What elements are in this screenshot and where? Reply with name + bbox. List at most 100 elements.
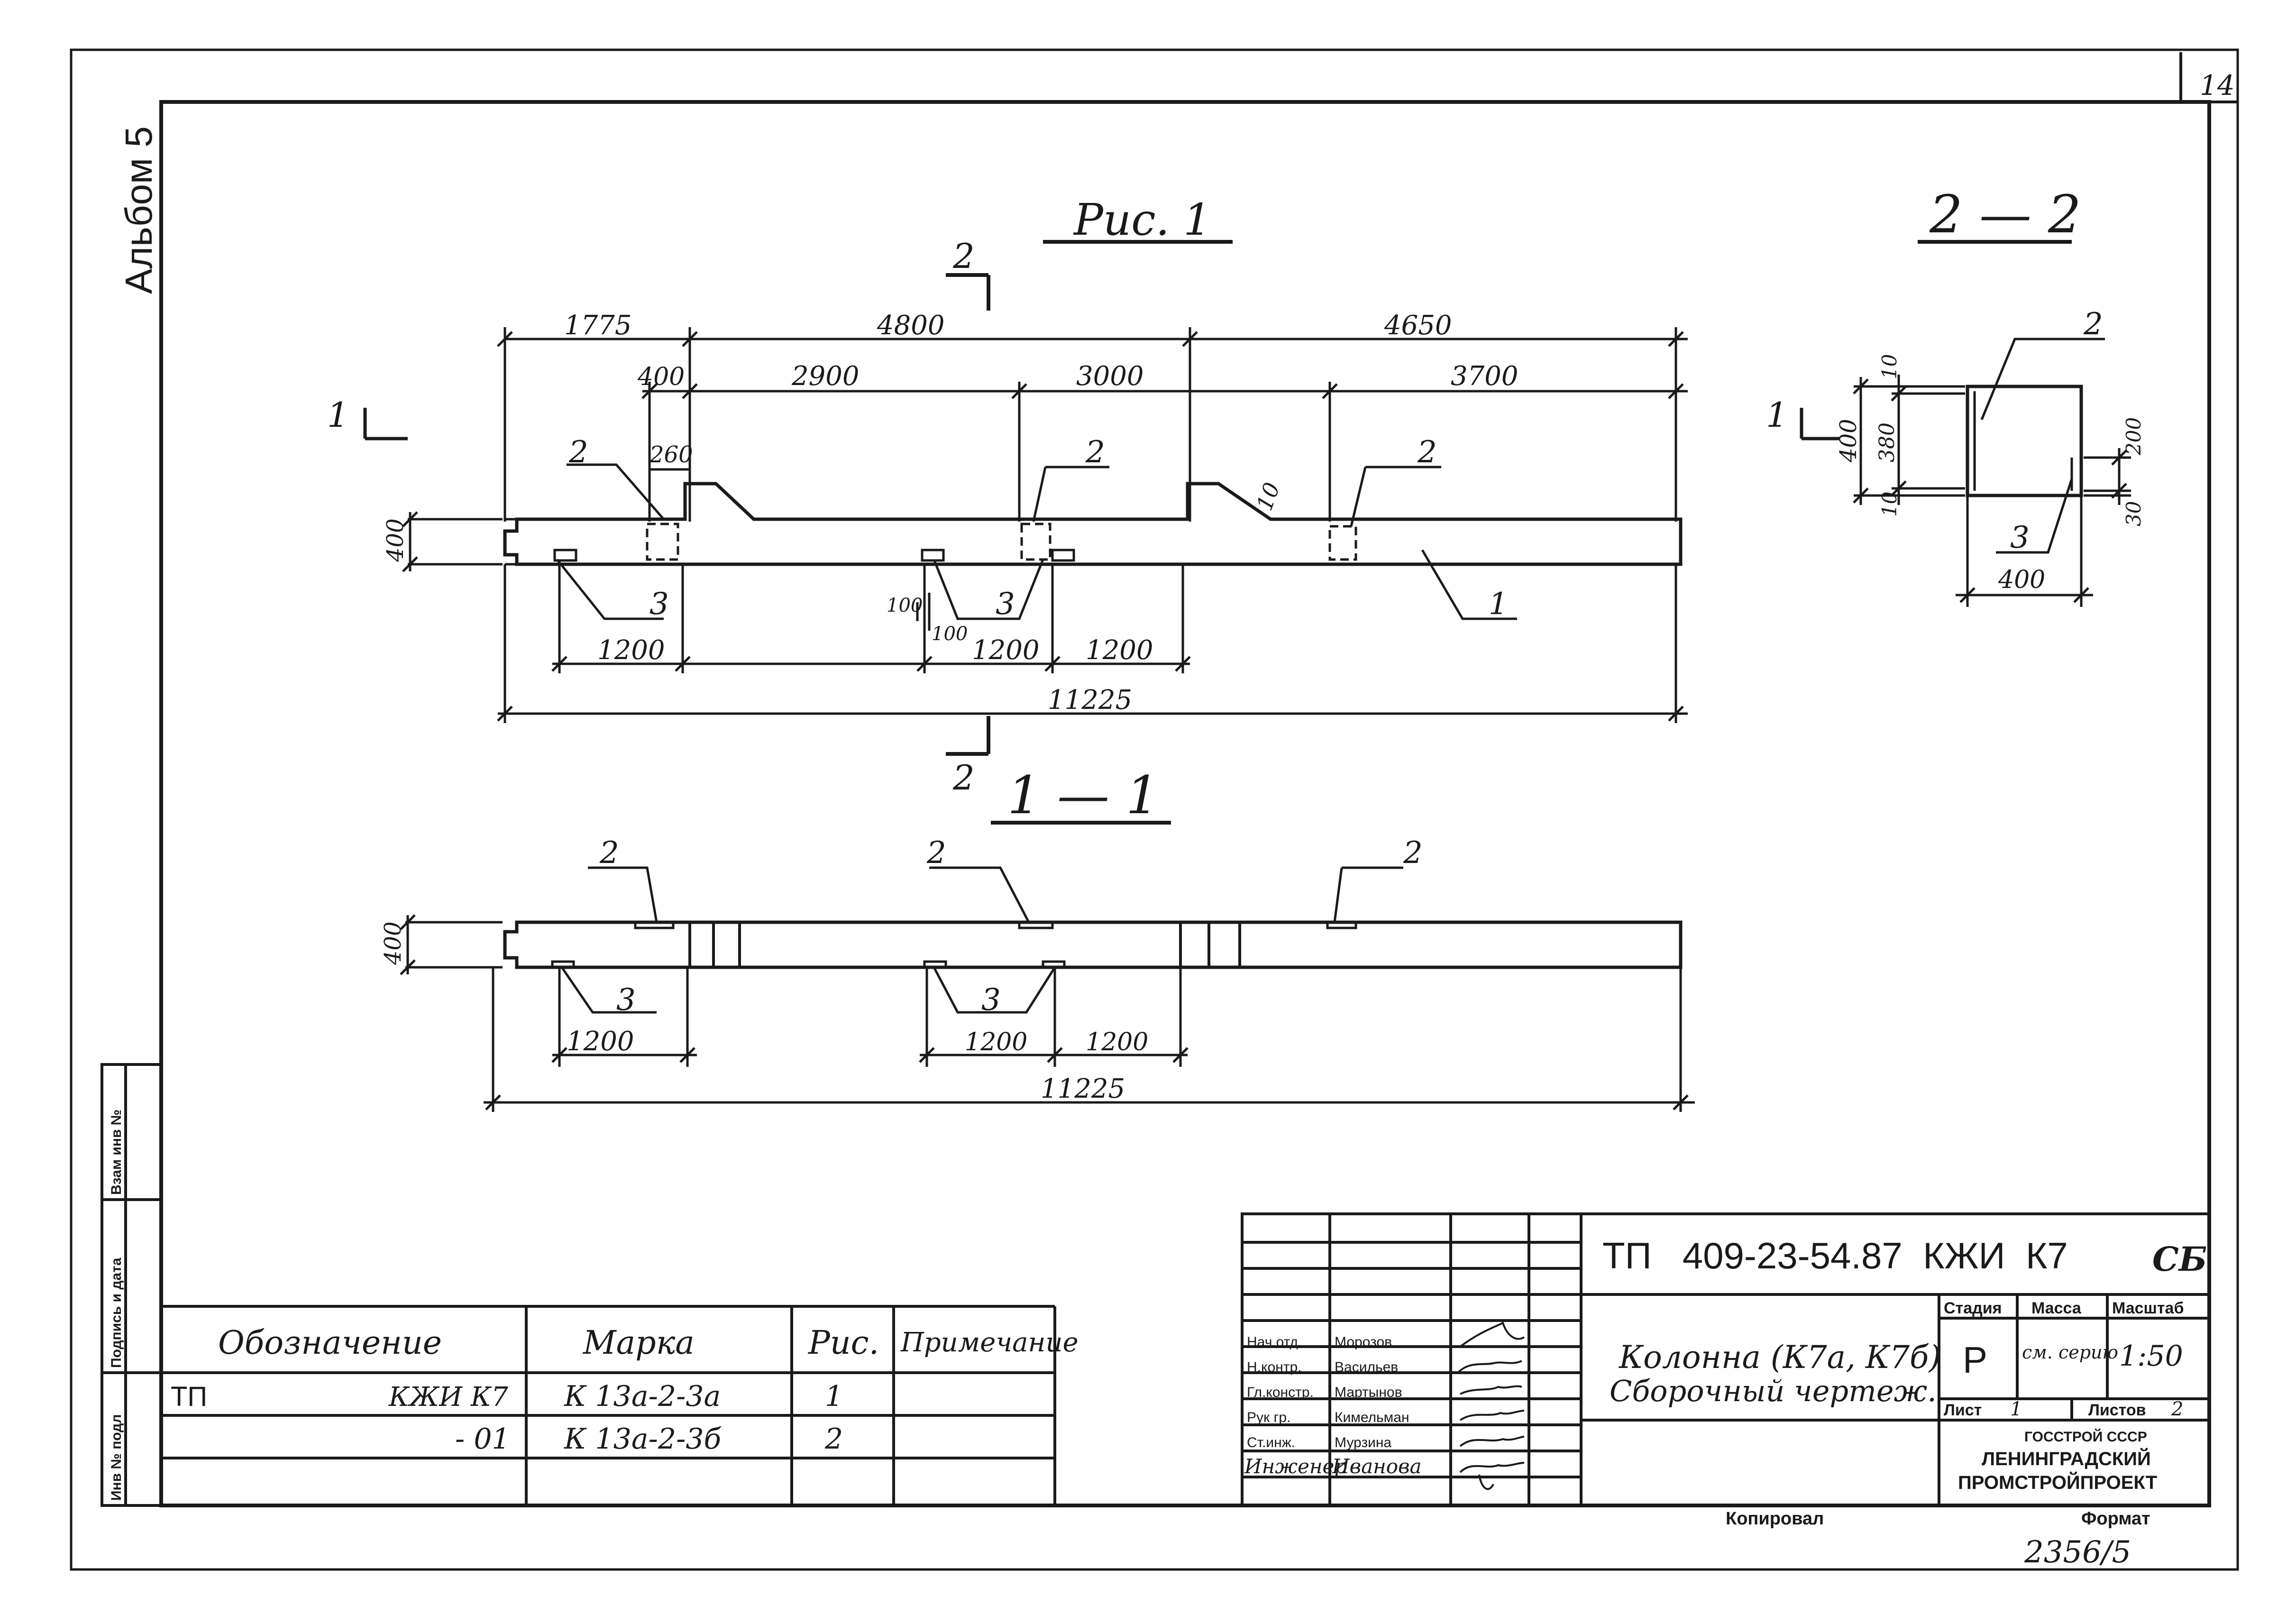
role-2: Н.контр. — [1247, 1359, 1301, 1375]
stage-header: Стадия — [1944, 1299, 2002, 1317]
dim-10-a-sec22: 10 — [1878, 354, 1901, 379]
pos3-sec22: 3 — [2010, 520, 2030, 555]
spec-header-note: Примечание — [900, 1327, 1079, 1358]
spec-table: Обозначение Марка Рис. Примечание ТП КЖИ… — [161, 1305, 1079, 1505]
name-4: Кимельман — [1335, 1410, 1409, 1425]
cut-mark-1-right: 1 — [1766, 395, 1788, 435]
dim-100-a: 100 — [887, 595, 923, 616]
format-label: Формат — [2081, 1509, 2150, 1529]
dim-3700: 3700 — [1451, 361, 1518, 392]
album-label: Альбом 5 — [118, 126, 160, 294]
dim-3000: 3000 — [1076, 361, 1144, 392]
stamp-vzam-inv: Взам инв № — [109, 1110, 124, 1195]
section-1-1: 1 — 1 2 2 2 3 3 — [380, 765, 1695, 1112]
scale-header: Масштаб — [2112, 1299, 2184, 1317]
inner-frame — [159, 100, 2211, 1507]
dim-100-b: 100 — [932, 623, 968, 645]
dim-1200-b-fig1: 1200 — [972, 635, 1040, 666]
dim-1200-a-sec11: 1200 — [567, 1026, 634, 1057]
role-1: Нач.отд. — [1247, 1334, 1302, 1350]
title-code: ТП 409-23-54.87 КЖИ К7 — [1602, 1235, 2068, 1276]
pos3-a-sec11: 3 — [616, 982, 636, 1018]
title-code-suffix: СБ — [2152, 1239, 2207, 1279]
pos2-b-sec11: 2 — [926, 835, 946, 871]
dim-11225-sec11: 11225 — [1041, 1073, 1125, 1104]
dim-1200-b-sec11: 1200 — [965, 1028, 1027, 1056]
spec-row1-designation: КЖИ К7 — [388, 1382, 508, 1413]
name-5: Мурзина — [1335, 1435, 1391, 1450]
dim-1200-c-sec11: 1200 — [1086, 1028, 1148, 1056]
spec-header-designation: Обозначение — [218, 1324, 442, 1362]
dim-4800: 4800 — [877, 310, 945, 341]
name-3: Мартынов — [1335, 1385, 1402, 1400]
dim-4650: 4650 — [1384, 310, 1452, 341]
stage-value: Р — [1963, 1339, 1987, 1381]
cut-mark-2-top: 2 — [952, 236, 975, 276]
dim-400-v-sec22: 400 — [1835, 419, 1862, 463]
scale-value: 1:50 — [2119, 1340, 2183, 1373]
mass-header: Масса — [2031, 1299, 2082, 1317]
section-22-title: 2 — 2 — [1929, 184, 2081, 245]
pos2-a-sec11: 2 — [599, 835, 619, 871]
figure-1: Рис. 1 2 2 1 — [327, 194, 1688, 798]
outer-frame — [70, 48, 2239, 1571]
stamp-inv-podl: Инв № подл — [109, 1414, 124, 1501]
dim-400-h-sec22: 400 — [1998, 566, 2045, 594]
spec-row2-mark: К 13а-2-3б — [564, 1422, 722, 1456]
cut-mark-2-bottom: 2 — [952, 758, 975, 798]
sheet-number: 14 — [2200, 69, 2235, 101]
pos2-b-fig1: 2 — [1085, 435, 1105, 470]
pos2-c-fig1: 2 — [1417, 435, 1437, 470]
sheet-number-box — [2179, 52, 2238, 103]
spec-row2-designation: - 01 — [455, 1422, 510, 1456]
sheet-label: Лист — [1944, 1401, 1982, 1419]
column-outline-plan — [503, 482, 1683, 566]
dim-1775: 1775 — [564, 310, 632, 341]
stamp-signature-date: Подпись и дата — [109, 1257, 124, 1368]
role-4: Рук гр. — [1247, 1410, 1290, 1425]
role-6: Инженер — [1244, 1455, 1347, 1478]
dim-400-height-sec11: 400 — [380, 921, 406, 965]
cross-section-22 — [1966, 385, 2083, 497]
pos2-c-sec11: 2 — [1403, 835, 1423, 871]
fig1-title: Рис. 1 — [1073, 194, 1211, 245]
column-outline-section11 — [503, 920, 1683, 969]
spec-header-fig: Рис. — [807, 1324, 879, 1362]
title-description-2: Сборочный чертеж. — [1610, 1374, 1937, 1408]
dim-10-b-sec22: 10 — [1878, 492, 1901, 517]
dim-200-sec22: 200 — [2122, 417, 2145, 456]
dim-400-top: 400 — [637, 363, 685, 391]
name-2: Васильев — [1335, 1359, 1398, 1375]
pos2-a-fig1: 2 — [568, 435, 588, 470]
dim-2900: 2900 — [791, 361, 860, 392]
bottom-number: 2356/5 — [2024, 1535, 2131, 1570]
pos3-a-fig1: 3 — [649, 587, 669, 622]
dim-1200-c-fig1: 1200 — [1086, 635, 1153, 666]
org-line-1: ГОССТРОЙ СССР — [2024, 1429, 2147, 1445]
pos1-fig1: 1 — [1489, 587, 1508, 622]
spec-header-mark: Марка — [582, 1324, 695, 1362]
org-line-3: ПРОМСТРОЙПРОЕКТ — [1958, 1471, 2157, 1493]
sheets-value: 2 — [2171, 1398, 2183, 1420]
sheet-value: 1 — [2010, 1398, 2022, 1420]
dim-400-height-fig1: 400 — [382, 518, 409, 562]
side-stamp: Инв № подл Подпись и дата Взам инв № — [101, 1063, 163, 1507]
dim-260: 260 — [649, 441, 693, 468]
mass-value: см. серию — [2022, 1342, 2118, 1363]
role-5: Ст.инж. — [1247, 1435, 1295, 1450]
dim-1200-a-fig1: 1200 — [597, 635, 665, 666]
pos2-sec22: 2 — [2083, 307, 2103, 342]
spec-row2-fig: 2 — [824, 1422, 843, 1456]
cut-mark-1-left: 1 — [327, 395, 349, 435]
spec-row1-mark: К 13а-2-3а — [564, 1380, 721, 1413]
title-block: ТП 409-23-54.87 КЖИ К7 СБ Колонна (К7а, … — [1241, 1212, 2211, 1507]
dim-30-sec22: 30 — [2122, 501, 2145, 526]
spec-row1-prefix: ТП — [171, 1381, 207, 1412]
role-3: Гл.констр. — [1247, 1385, 1314, 1400]
name-1: Морозов — [1335, 1334, 1392, 1350]
section-2-2: 2 — 2 1 — [1766, 184, 2145, 607]
org-line-2: ЛЕНИНГРАДСКИЙ — [1982, 1448, 2151, 1469]
sheets-label: Листов — [2088, 1401, 2146, 1419]
dim-380-sec22: 380 — [1875, 422, 1899, 462]
